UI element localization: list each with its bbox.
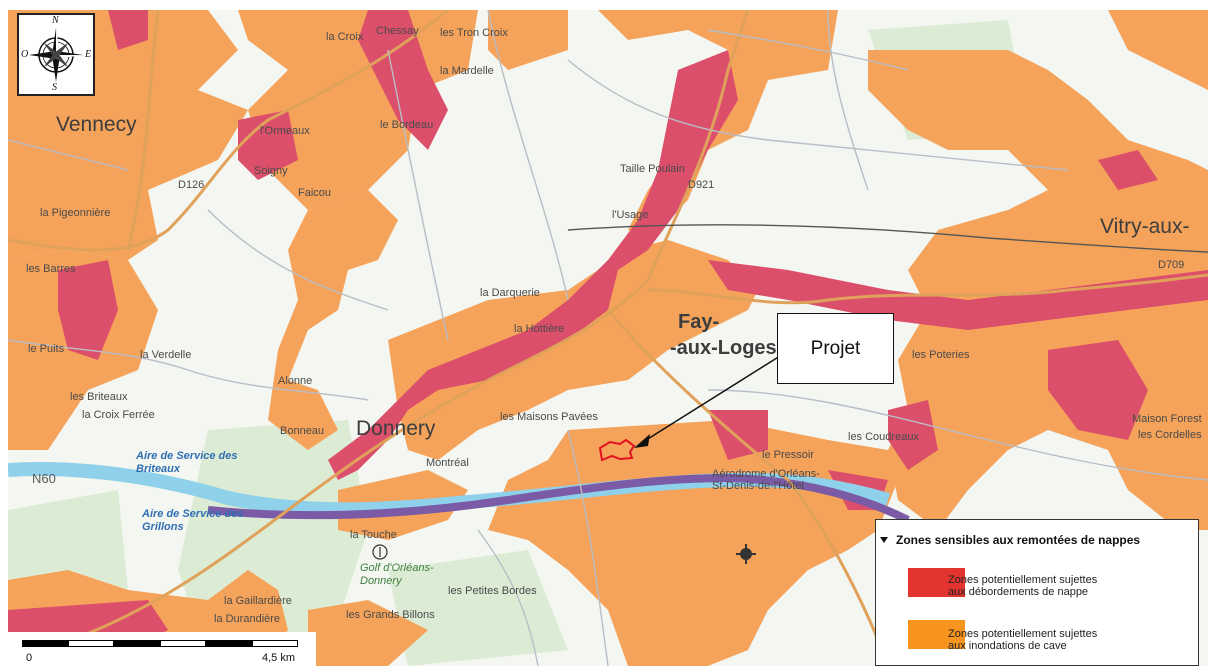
label-alonne: Alonne [278, 375, 313, 387]
callout-arrowhead [634, 434, 650, 448]
label-les-briteaux: les Briteaux [70, 391, 128, 403]
label-le-bordeau: le Bordeau [380, 119, 434, 131]
callout-arrow-line [642, 355, 781, 443]
scale-segment-4 [160, 640, 206, 647]
label-montreal: Montréal [426, 457, 469, 469]
legend-panel: Zones sensibles aux remontées de nappes … [875, 519, 1199, 666]
compass-star-icon [29, 28, 83, 82]
legend-title: Zones sensibles aux remontées de nappes [896, 533, 1141, 547]
compass-east: E [85, 49, 92, 60]
label-la-croix-ferree: la Croix Ferrée [82, 409, 155, 421]
label-golf: Golf d'Orléans-Donnery [360, 562, 434, 587]
compass-rose: N S E O [17, 13, 95, 96]
label-vennecy: Vennecy [56, 113, 137, 136]
project-label: Projet [810, 337, 861, 359]
label-le-pressoir: le Pressoir [762, 449, 814, 461]
label-les-cordelles: les Cordelles [1138, 429, 1202, 441]
scale-start: 0 [26, 652, 33, 664]
scale-segment-6 [252, 640, 298, 647]
label-road-d709: D709 [1158, 259, 1185, 271]
collapse-triangle-icon[interactable] [880, 537, 888, 543]
label-les-petites-bordes: les Petites Bordes [448, 585, 537, 597]
scale-segment-5 [206, 640, 252, 647]
label-les-maisons-pavees: les Maisons Pavées [500, 411, 598, 423]
legend-swatch-cave [908, 620, 965, 649]
label-les-coudreaux: les Coudreaux [848, 431, 919, 443]
scale-segment-2 [68, 640, 114, 647]
label-la-mardelle: la Mardelle [440, 65, 494, 77]
label-les-barres: les Barres [26, 263, 76, 275]
label-usage: l'Usage [612, 209, 649, 221]
label-la-touche: la Touche [350, 529, 397, 541]
scale-bar: 0 4,5 km [8, 632, 316, 666]
label-les-tron-croix: les Tron Croix [440, 27, 508, 39]
label-la-durandiere: la Durandière [214, 613, 281, 625]
legend-label-debordement-line1: Zones potentiellement sujettes [948, 574, 1098, 586]
zone-debordement-layer [8, 10, 1208, 660]
scale-segment-1 [22, 640, 68, 647]
label-la-hottiere: la Hottière [514, 323, 565, 335]
compass-south: S [52, 82, 57, 93]
airfield-icon [736, 544, 756, 564]
label-aux-loges: -aux-Loges [670, 337, 777, 359]
label-aerodrome: Aérodrome d'Orléans-St-Denis-de-l'Hôtel [712, 468, 820, 492]
label-road-n60: N60 [32, 471, 56, 486]
legend-header[interactable]: Zones sensibles aux remontées de nappes [880, 533, 1140, 547]
label-ormeaux: l'Ormeaux [260, 125, 310, 137]
label-la-pigeonniere: la Pigeonnière [40, 207, 111, 219]
legend-swatch-debordement [908, 568, 965, 597]
project-callout: Projet [777, 313, 894, 384]
golf-icon [372, 544, 388, 560]
legend-label-debordement: Zones potentiellement sujettes aux débor… [948, 574, 1097, 598]
scale-end: 4,5 km [262, 652, 296, 664]
label-chessay: Chessay [376, 25, 419, 37]
legend-label-cave-line1: Zones potentiellement sujettes [948, 628, 1098, 640]
rail-line [567, 224, 1208, 253]
label-la-verdelle: la Verdelle [140, 349, 192, 361]
label-les-grands-billons: les Grands Billons [346, 609, 435, 621]
label-vitry: Vitry-aux- [1100, 215, 1190, 238]
legend-label-debordement-line2: aux débordements de nappe [948, 586, 1089, 598]
motorway [207, 473, 910, 524]
label-road-d921: D921 [688, 179, 715, 191]
label-la-darquerie: la Darquerie [480, 287, 540, 299]
label-soigny: Soigny [254, 165, 288, 177]
label-la-gaillardiere: la Gaillardière [224, 595, 292, 607]
label-aire-briteaux: Aire de Service des Briteaux [136, 450, 238, 475]
label-aire-grillons: Aire de Service des Grillons [142, 508, 244, 533]
minor-roads [8, 10, 1208, 666]
main-roads [8, 10, 1208, 666]
label-la-croix: la Croix [326, 31, 364, 43]
legend-label-cave-line2: aux inondations de cave [948, 640, 1067, 652]
project-outline[interactable] [598, 438, 636, 462]
compass-west: O [21, 49, 29, 60]
label-faicou: Faicou [298, 187, 332, 199]
label-fay: Fay- [678, 311, 720, 333]
compass-north: N [52, 15, 59, 26]
label-le-puits: le Puits [28, 343, 65, 355]
label-donnery: Donnery [356, 417, 436, 440]
label-maison-forest: Maison Forest [1132, 413, 1202, 425]
label-road-d126: D126 [178, 179, 205, 191]
scale-segment-3 [114, 640, 160, 647]
label-taille-poulain: Taille Poulain [620, 163, 685, 175]
label-bonneau: Bonneau [280, 425, 325, 437]
legend-label-cave: Zones potentiellement sujettes aux inond… [948, 628, 1097, 652]
label-les-poteries: les Poteries [912, 349, 970, 361]
